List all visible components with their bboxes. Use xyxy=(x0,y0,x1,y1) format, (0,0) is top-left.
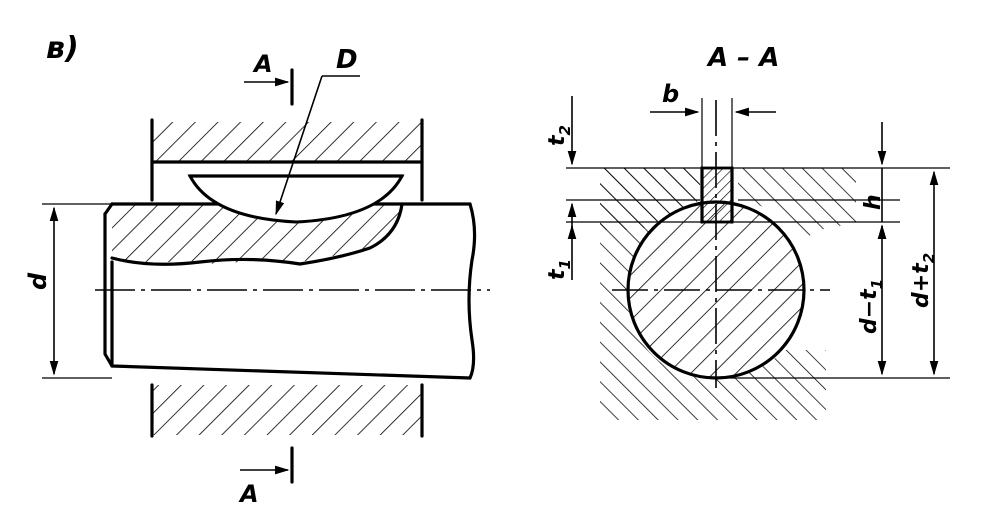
section-break-boundary xyxy=(110,202,404,266)
dim-h: h xyxy=(861,122,887,239)
left-view: в) xyxy=(24,31,490,508)
dim-t2-sub: 2 xyxy=(556,125,574,135)
dim-t1: t1 xyxy=(545,224,577,280)
dim-d-minus-t1-letter: d−t xyxy=(857,288,882,334)
section-letter-top: A xyxy=(252,50,273,78)
right-view: A – A b t2 xyxy=(545,43,950,420)
section-letter-bottom: A xyxy=(238,480,259,508)
key-body xyxy=(700,166,734,224)
dim-t1-sub: 1 xyxy=(556,259,574,269)
dim-t2-text: t2 xyxy=(545,125,574,146)
dim-d-plus-t2-text: d+t2 xyxy=(909,253,938,308)
section-mark-top: A xyxy=(244,50,294,106)
dim-b-text: b xyxy=(662,80,679,108)
lower-hub xyxy=(150,383,424,438)
section-mark-bottom: A xyxy=(238,446,294,508)
shaft xyxy=(95,202,490,380)
segment-key-body xyxy=(187,174,405,224)
leader-line xyxy=(275,75,323,216)
dim-t1-letter: t xyxy=(545,268,570,280)
dim-d-plus-t2: d+t2 xyxy=(909,170,939,376)
dim-d: d xyxy=(24,203,112,379)
cutter-leader: D xyxy=(275,45,360,216)
dim-h-text: h xyxy=(861,194,886,210)
upper-hub xyxy=(150,118,424,202)
shaft-left-bottom-edge xyxy=(103,212,472,380)
dim-d-minus-t1-sub: 1 xyxy=(868,279,886,289)
dim-d-plus-t2-letter: d+t xyxy=(909,262,934,308)
lower-hub-hatch xyxy=(152,385,422,435)
dim-d-text: d xyxy=(24,272,52,290)
figure-label: в) xyxy=(46,31,79,66)
dim-d-plus-t2-sub: 2 xyxy=(920,253,938,263)
dim-t1-text: t1 xyxy=(545,259,574,280)
dim-t2-letter: t xyxy=(545,134,570,146)
dim-d-minus-t1-text: d−t1 xyxy=(857,279,886,334)
dim-b: b xyxy=(650,80,776,168)
shaft-break-line xyxy=(467,202,477,380)
section-title: A – A xyxy=(706,43,779,73)
dim-d-minus-t1: d−t1 xyxy=(857,224,887,376)
segment-key xyxy=(187,174,405,224)
cutter-label: D xyxy=(336,45,358,75)
upper-hub-hatch xyxy=(152,122,422,162)
hub-upper-left-hatch xyxy=(600,168,700,230)
shaft-chamfer-top xyxy=(103,202,114,216)
dim-t2: t2 xyxy=(545,96,577,230)
